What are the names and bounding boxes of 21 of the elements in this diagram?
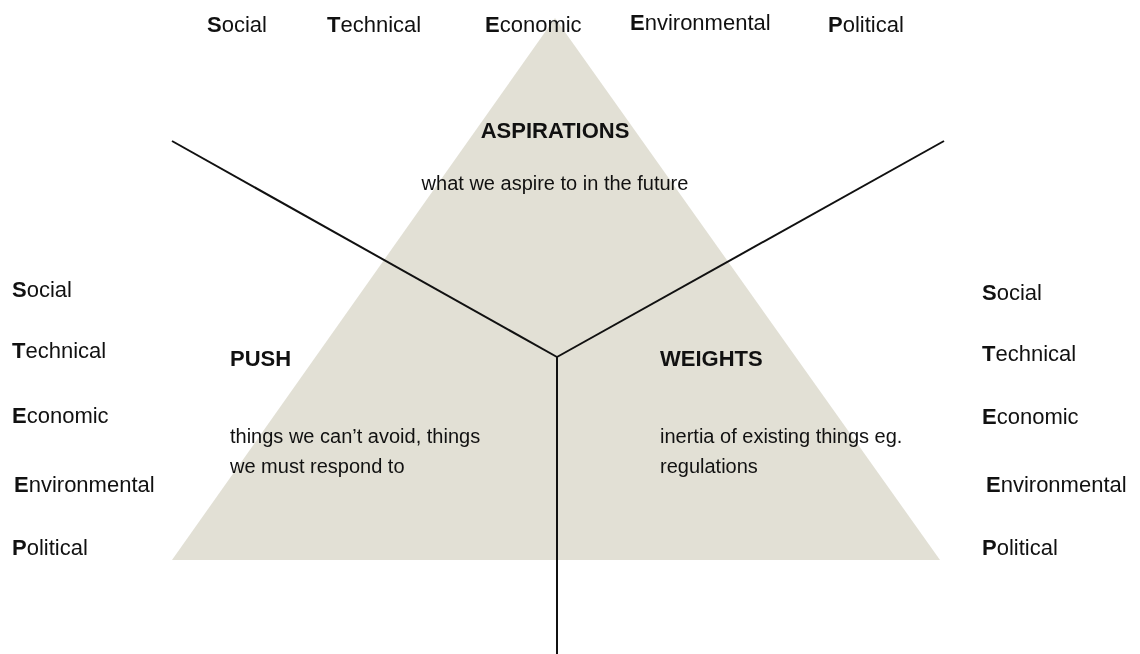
- category-label: Technical: [12, 338, 107, 364]
- category-label: Political: [828, 12, 904, 38]
- category-label: Political: [982, 535, 1058, 561]
- category-label: Environmental: [986, 472, 1127, 498]
- section-description: things we can’t avoid, things we must respond to: [230, 424, 482, 479]
- section-heading: WEIGHTS: [660, 346, 763, 372]
- category-label: Technical: [327, 12, 422, 38]
- section-description: inertia of existing things eg. regulations: [660, 424, 904, 479]
- category-label: Economic: [982, 404, 1079, 430]
- section-heading: PUSH: [230, 346, 292, 372]
- category-label: Economic: [485, 12, 582, 38]
- section-heading: ASPIRATIONS: [479, 118, 631, 144]
- category-label: Technical: [982, 341, 1077, 367]
- category-label: Environmental: [14, 472, 155, 498]
- category-label: Social: [982, 280, 1042, 306]
- category-label: Political: [12, 535, 88, 561]
- section-description: what we aspire to in the future: [420, 171, 690, 196]
- category-label: Social: [12, 277, 72, 303]
- category-label: Environmental: [630, 10, 771, 36]
- category-label: Economic: [12, 403, 109, 429]
- category-label: Social: [207, 12, 267, 38]
